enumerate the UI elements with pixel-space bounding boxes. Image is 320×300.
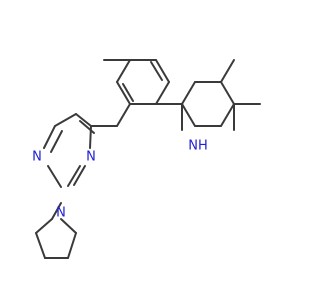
bond — [220, 103, 235, 127]
pyrimidine-n-right-label: N — [86, 150, 96, 165]
bond — [75, 113, 92, 127]
pyrimidine-n-left-label: N — [32, 150, 42, 165]
structure-canvas: N N N NH — [32, 59, 261, 259]
bond — [181, 81, 196, 105]
bond — [122, 83, 134, 102]
molecule-structure: N N N NH — [32, 59, 261, 259]
bond — [51, 202, 62, 220]
bond — [43, 125, 56, 149]
bond — [116, 59, 131, 83]
pyrrolidine-n-label: N — [56, 206, 66, 221]
bond — [116, 103, 131, 127]
bond — [89, 125, 92, 149]
atom-label-layer: N N N NH — [32, 139, 208, 221]
bond — [220, 59, 235, 83]
bond — [150, 61, 163, 81]
bond — [35, 232, 46, 259]
bond — [60, 218, 77, 234]
bond — [181, 103, 196, 127]
amine-nh-label: NH — [188, 139, 208, 154]
bond — [116, 81, 131, 105]
bond — [73, 165, 86, 186]
bond — [50, 130, 63, 153]
bond — [47, 165, 62, 188]
bond — [67, 165, 81, 187]
bond-layer — [35, 59, 261, 259]
bond — [54, 113, 77, 127]
bond — [155, 59, 170, 83]
bond — [220, 81, 235, 105]
bond — [67, 232, 77, 259]
bond — [155, 81, 170, 105]
bond — [35, 218, 53, 234]
